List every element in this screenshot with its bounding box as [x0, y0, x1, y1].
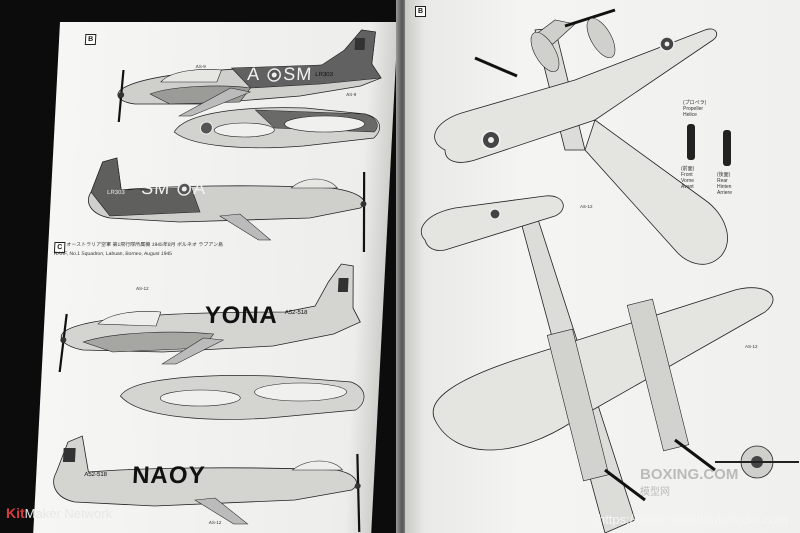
b2-code-right: A [192, 178, 207, 198]
b1-serial: LR303 [315, 72, 334, 78]
b2-roundel [177, 182, 192, 196]
propeller-legend-3: Helice [683, 112, 697, 118]
kitmaker-watermark: KitMaker Network [6, 505, 112, 521]
aircraft-b2-side-view [88, 157, 367, 253]
c1-code: YONA [203, 302, 279, 329]
b1-tag-as9: AS-9 [195, 64, 206, 69]
rear-legend-2: Hinten [717, 184, 732, 190]
right-section-badge: B [415, 6, 426, 17]
kitmaker-brand: Kit [6, 505, 25, 521]
b-top-tag-as9: AS-9 [346, 92, 357, 97]
aircraft-c2-side-view [53, 435, 361, 533]
faint-watermark-logo: BOXING.COM [640, 466, 739, 483]
right-tag-as12-a: AS-12 [580, 204, 593, 209]
c2-tag-as12: AS-12 [208, 520, 222, 525]
b2-code-left: SM [140, 178, 171, 198]
kitmaker-rest: Maker Network [24, 506, 113, 521]
faint-watermark-logo-2: 模型网 [640, 487, 670, 498]
rear-legend-jp: (後面) [717, 172, 731, 178]
front-legend-1: Front [681, 172, 693, 178]
b2-serial: LR303 [106, 190, 125, 196]
b1-code-right: SM [282, 64, 313, 84]
aircraft-planform-views [420, 8, 799, 533]
propeller-legend-en: Propeller [683, 106, 704, 112]
aircraft-b-top-profile [173, 107, 381, 149]
c1-serial: A52-518 [284, 310, 308, 316]
propeller-legend-jp: (プロペラ) [683, 100, 707, 106]
aircraft-c-top-profile [119, 375, 365, 420]
left-instruction-page: B A SM LR303 AS-9 AS-9 LR303 SM A C オースト… [33, 22, 398, 533]
right-instruction-page: B (プロペラ) Propeller Helice (前面) Front Vor… [405, 0, 800, 533]
rear-legend-1: Rear [717, 178, 728, 184]
c1-tag-as12: AS-12 [135, 286, 149, 291]
aircraft-c1-side-view [58, 263, 361, 373]
rear-legend-3: Arriere [717, 190, 733, 196]
c2-serial: A52-518 [84, 472, 108, 478]
front-legend-jp: (前面) [681, 166, 695, 172]
b1-code-left: A [246, 64, 261, 84]
c2-code: NAOY [131, 462, 207, 489]
front-legend-3: Avant [681, 184, 694, 190]
b1-roundel [267, 68, 281, 82]
url-watermark: https://www.metaltankmodel.com [597, 512, 788, 527]
front-legend-2: Vorne [681, 178, 695, 184]
right-tag-as12-b: AS-12 [745, 344, 758, 349]
